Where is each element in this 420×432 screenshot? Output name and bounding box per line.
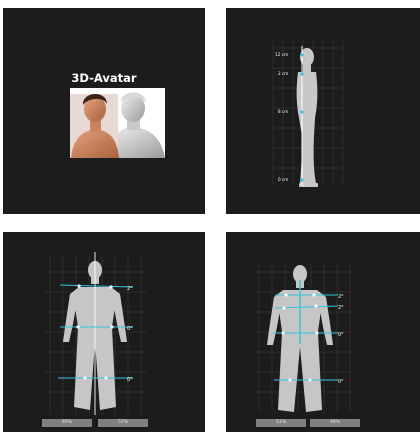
height-label-hip: 8 cm [278,109,288,114]
side-profile-view: 12 cm 2 cm 8 cm 0 cm [226,8,420,214]
back-angle-knee: 0° [338,379,344,385]
back-view-panel: 2° 2° 0° 0° 51% 49% [226,232,420,432]
avatar-intro-panel: 3D-Avatar [3,8,205,214]
left-weight-badge: 49% [42,419,92,427]
avatar-images [3,8,205,214]
front-view: 2° 0° 0° [3,232,205,432]
front-view-panel: 2° 0° 0° 49% 51% [3,232,205,432]
photo-person-bust [70,94,119,158]
back-angle-scapula: 2° [338,305,344,311]
front-angle-shoulder: 2° [127,286,133,292]
back-angle-hip: 0° [338,332,344,338]
back-angle-shoulder: 2° [338,294,344,300]
height-label-ground: 0 cm [278,177,288,182]
front-angle-knee: 0° [127,377,133,383]
side-silhouette [297,48,318,187]
back-right-weight-badge: 49% [310,419,360,427]
height-label-top: 12 cm [275,52,288,57]
back-left-weight-badge: 51% [256,419,306,427]
front-angle-hip: 0° [127,326,133,332]
back-view: 2° 2° 0° 0° [226,232,420,432]
height-label-shoulder: 2 cm [278,71,288,76]
side-profile-panel: 12 cm 2 cm 8 cm 0 cm [226,8,420,214]
right-weight-badge: 51% [98,419,148,427]
